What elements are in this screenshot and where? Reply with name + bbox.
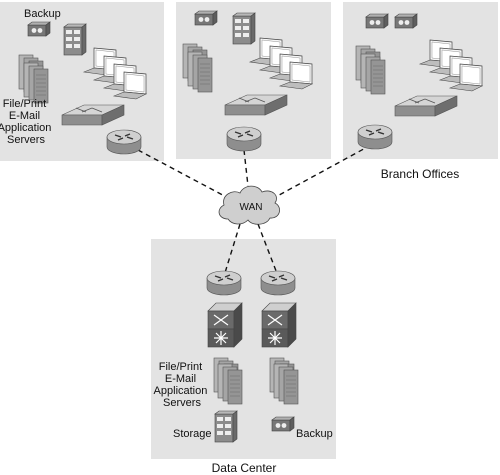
router-icon bbox=[226, 126, 262, 152]
storage-icon bbox=[63, 23, 87, 56]
router-icon bbox=[206, 270, 242, 296]
server-stack-icon bbox=[360, 53, 386, 95]
router-icon bbox=[106, 129, 142, 155]
wan-links bbox=[137, 144, 372, 277]
storage-icon bbox=[232, 12, 256, 45]
wan-link-branch-2 bbox=[243, 149, 249, 187]
server-stack-icon bbox=[23, 62, 49, 104]
server-stack-icon bbox=[273, 363, 299, 405]
wan-link-datacenter-2 bbox=[257, 223, 279, 277]
tape-backup-icon bbox=[194, 10, 218, 26]
wan-link-datacenter-1 bbox=[223, 223, 241, 277]
wan-label: WAN bbox=[240, 202, 263, 213]
wan-cloud: WAN bbox=[218, 185, 280, 225]
branch-offices-label: Branch Offices bbox=[381, 167, 459, 181]
backup-label-data-center: Backup bbox=[296, 428, 333, 440]
server-stack-icon bbox=[187, 51, 213, 93]
tape-backup-icon bbox=[271, 416, 295, 432]
data-center-panel bbox=[151, 239, 336, 459]
branch-office-1: Backup File/Print E-Mail Application Ser… bbox=[0, 8, 147, 155]
storage-icon bbox=[214, 410, 238, 443]
multilayer-switch-icon bbox=[207, 302, 243, 348]
tape-backup-icon bbox=[27, 21, 51, 37]
servers-label-data-center: File/Print E-Mail Application Servers bbox=[154, 361, 211, 409]
server-stack-icon bbox=[217, 363, 243, 405]
wan-link-branch-3 bbox=[269, 144, 372, 201]
multilayer-switch-icon bbox=[261, 302, 297, 348]
backup-label-branch-1: Backup bbox=[24, 8, 61, 20]
storage-label: Storage bbox=[173, 428, 212, 440]
router-icon bbox=[357, 124, 393, 150]
servers-label-branch-1: File/Print E-Mail Application Servers bbox=[0, 98, 54, 146]
tape-backup-icon bbox=[394, 13, 418, 29]
data-center: File/Print E-Mail Application Servers St… bbox=[154, 270, 333, 443]
tape-backup-icon bbox=[365, 13, 389, 29]
data-center-label: Data Center bbox=[212, 461, 277, 475]
router-icon bbox=[260, 270, 296, 296]
